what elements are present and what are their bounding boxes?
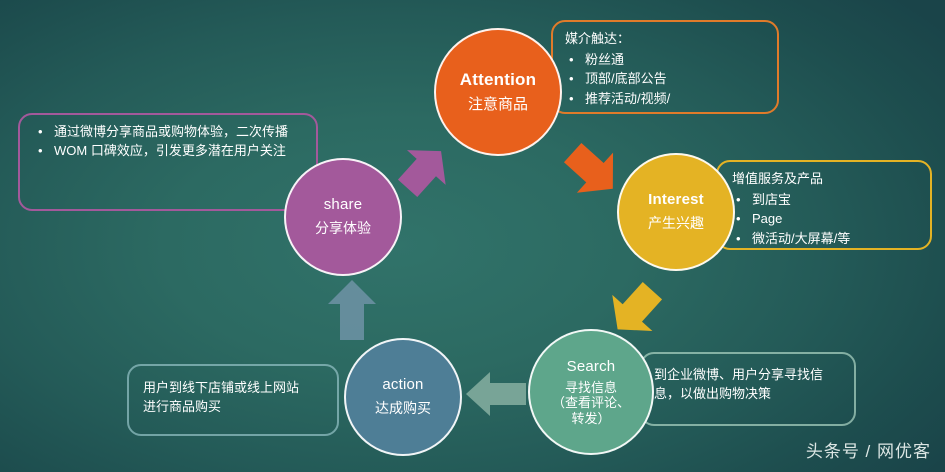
callout-search-line: 息，以做出购物决策 xyxy=(654,385,772,401)
list-item: Page xyxy=(736,209,920,228)
list-item: 微活动/大屏幕/等 xyxy=(736,229,920,248)
callout-action-line: 用户到线下店铺或线上网站 xyxy=(143,380,300,395)
node-search-zh-line: 寻找信息 xyxy=(564,379,617,395)
arrow-share-to-attention xyxy=(397,150,446,198)
watermark: 头条号 / 网优客 xyxy=(805,442,931,461)
node-action[interactable]: action 达成购买 xyxy=(344,338,462,456)
arrow-action-to-share xyxy=(328,280,376,340)
callout-attention-list: 粉丝通 顶部/底部公告 推荐活动/视频/ xyxy=(565,50,767,108)
list-item: 推荐活动/视频/ xyxy=(569,89,767,108)
callout-action: 用户到线下店铺或线上网站 进行商品购买 xyxy=(127,364,339,436)
callout-interest-title: 增值服务及产品 xyxy=(732,171,824,186)
callout-interest: 增值服务及产品 到店宝 Page 微活动/大屏幕/等 xyxy=(716,160,932,250)
list-item: 到店宝 xyxy=(736,190,920,209)
node-search-zh-line: （查看评论、 xyxy=(551,395,630,411)
node-share-zh: 分享体验 xyxy=(315,220,371,237)
callout-share: 通过微博分享商品或购物体验，二次传播 WOM 口碑效应，引发更多潜在用户关注 xyxy=(18,113,318,211)
callout-attention-title: 媒介触达： xyxy=(565,31,631,46)
node-search-zh-line: 转发） xyxy=(571,410,611,426)
callout-share-list: 通过微博分享商品或购物体验，二次传播 WOM 口碑效应，引发更多潜在用户关注 xyxy=(34,123,308,161)
list-item: 粉丝通 xyxy=(569,50,767,69)
node-attention[interactable]: Attention 注意商品 xyxy=(434,28,562,156)
callout-search-line: 到企业微博、用户分享寻找信 xyxy=(654,367,824,382)
callout-interest-list: 到店宝 Page 微活动/大屏幕/等 xyxy=(732,190,920,248)
callout-search: 到企业微博、用户分享寻找信 息，以做出购物决策 xyxy=(640,352,856,426)
node-interest-en: Interest xyxy=(648,191,704,209)
arrow-interest-to-search xyxy=(612,281,663,332)
arrow-search-to-action xyxy=(466,372,526,416)
node-search-en: Search xyxy=(566,358,616,376)
node-action-en: action xyxy=(382,376,424,394)
node-interest-zh: 产生兴趣 xyxy=(648,215,704,232)
node-interest[interactable]: Interest 产生兴趣 xyxy=(617,153,735,271)
node-share[interactable]: share 分享体验 xyxy=(284,158,402,276)
list-item: 通过微博分享商品或购物体验，二次传播 xyxy=(38,123,308,142)
node-search[interactable]: Search 寻找信息 （查看评论、 转发） xyxy=(528,329,654,455)
node-share-en: share xyxy=(323,196,363,214)
node-attention-zh: 注意商品 xyxy=(467,96,528,114)
node-attention-en: Attention xyxy=(459,70,537,89)
callout-action-line: 进行商品购买 xyxy=(143,398,222,414)
list-item: WOM 口碑效应，引发更多潜在用户关注 xyxy=(38,142,308,161)
arrow-attention-to-interest xyxy=(563,142,614,193)
callout-attention: 媒介触达： 粉丝通 顶部/底部公告 推荐活动/视频/ xyxy=(551,20,779,114)
list-item: 顶部/底部公告 xyxy=(569,69,767,88)
node-action-zh: 达成购买 xyxy=(375,400,431,417)
